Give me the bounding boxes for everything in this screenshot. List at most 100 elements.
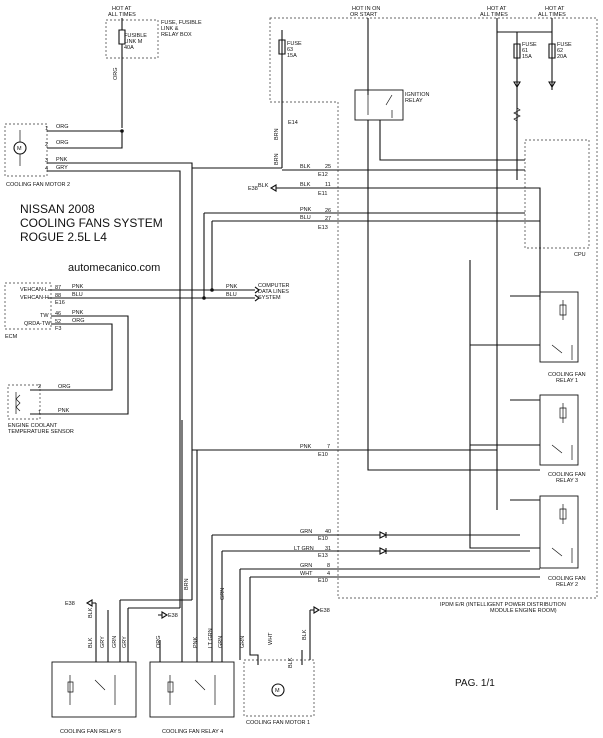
svg-text:IPDM E/R (INTELLIGENT POWER DI: IPDM E/R (INTELLIGENT POWER DISTRIBUTION bbox=[440, 602, 566, 608]
svg-text:52: 52 bbox=[55, 319, 61, 325]
hot-label-left: HOT AT ALL TIMES bbox=[108, 6, 136, 18]
fan-motor-1-outline bbox=[243, 659, 315, 717]
title-line-1: NISSAN 2008 bbox=[20, 202, 95, 216]
svg-text:ORG: ORG bbox=[56, 124, 69, 130]
svg-text:RELAY: RELAY bbox=[405, 98, 423, 104]
ect-sensor-label: ENGINE COOLANT TEMPERATURE SENSOR bbox=[8, 423, 74, 435]
ignition-relay-label: IGNITION RELAY bbox=[405, 92, 429, 104]
fan-motor-1-icon bbox=[271, 683, 285, 697]
fuse-relay-box-outline bbox=[105, 19, 159, 59]
svg-text:FUSE: FUSE bbox=[287, 41, 302, 47]
svg-text:PNK: PNK bbox=[226, 284, 238, 290]
svg-text:FUSE, FUSIBLE: FUSE, FUSIBLE bbox=[161, 20, 202, 26]
svg-text:VEHCAN-L: VEHCAN-L bbox=[20, 287, 48, 293]
svg-text:E13: E13 bbox=[318, 553, 328, 559]
svg-text:WHT: WHT bbox=[268, 632, 274, 645]
svg-text:HOT AT: HOT AT bbox=[487, 6, 507, 12]
fuse-61-symbol bbox=[513, 43, 521, 59]
svg-text:62: 62 bbox=[557, 48, 563, 54]
svg-text:E10: E10 bbox=[318, 578, 328, 584]
svg-text:HOT AT: HOT AT bbox=[112, 6, 132, 12]
svg-text:4: 4 bbox=[327, 571, 330, 577]
fusible-link-symbol bbox=[118, 29, 126, 45]
svg-text:1: 1 bbox=[38, 410, 41, 416]
svg-text:RELAY 3: RELAY 3 bbox=[556, 478, 578, 484]
fuse-relay-box-label: FUSE, FUSIBLE LINK & RELAY BOX bbox=[161, 20, 202, 38]
cooling-fan-relay-5 bbox=[51, 661, 137, 718]
title-line-3: ROGUE 2.5L L4 bbox=[20, 230, 107, 244]
svg-text:40: 40 bbox=[325, 529, 331, 535]
svg-text:FUSIBLE: FUSIBLE bbox=[124, 33, 147, 39]
svg-text:63: 63 bbox=[287, 47, 293, 53]
svg-text:PNK: PNK bbox=[300, 207, 312, 213]
svg-text:PNK: PNK bbox=[56, 157, 68, 163]
svg-text:BLU: BLU bbox=[72, 292, 83, 298]
fuse-61-label: FUSE 61 15A bbox=[522, 42, 537, 60]
svg-text:LINK M: LINK M bbox=[124, 39, 143, 45]
svg-text:BLU: BLU bbox=[300, 215, 311, 221]
svg-text:2: 2 bbox=[38, 384, 41, 390]
svg-text:11: 11 bbox=[325, 182, 331, 188]
ipdm-outline bbox=[269, 17, 598, 599]
svg-text:ORG: ORG bbox=[56, 140, 69, 146]
svg-text:BLK: BLK bbox=[300, 164, 311, 170]
ecm-box bbox=[4, 282, 52, 330]
svg-text:COOLING FAN: COOLING FAN bbox=[548, 472, 586, 478]
wire-org-vertical: ORG bbox=[113, 67, 119, 80]
svg-text:RELAY 2: RELAY 2 bbox=[556, 582, 578, 588]
fuse-62-symbol bbox=[548, 43, 556, 59]
svg-text:20A: 20A bbox=[557, 54, 567, 60]
svg-text:DATA LINES: DATA LINES bbox=[258, 289, 289, 295]
svg-text:E38: E38 bbox=[248, 186, 258, 192]
fusible-link-m-label: FUSIBLE LINK M 40A bbox=[124, 33, 147, 51]
svg-text:GRY: GRY bbox=[122, 636, 128, 648]
cooling-fan-relay-5-label: COOLING FAN RELAY 5 bbox=[60, 729, 121, 735]
svg-text:F3: F3 bbox=[55, 326, 61, 332]
svg-text:HOT IN ON: HOT IN ON bbox=[352, 6, 380, 12]
svg-text:BLK: BLK bbox=[258, 183, 269, 189]
svg-text:E11: E11 bbox=[318, 191, 327, 197]
svg-text:GRN: GRN bbox=[220, 588, 226, 600]
svg-text:ALL TIMES: ALL TIMES bbox=[538, 12, 566, 18]
fan-motor-2-outline bbox=[4, 123, 48, 177]
svg-text:15A: 15A bbox=[522, 54, 532, 60]
svg-text:15A: 15A bbox=[287, 53, 297, 59]
hot-label-ignition: HOT IN ON OR START bbox=[350, 6, 380, 18]
svg-text:4: 4 bbox=[45, 166, 48, 172]
svg-text:GRY: GRY bbox=[56, 165, 68, 171]
svg-text:RELAY 1: RELAY 1 bbox=[556, 378, 578, 384]
site-watermark: automecanico.com bbox=[68, 262, 160, 274]
svg-text:RELAY BOX: RELAY BOX bbox=[161, 32, 192, 38]
fuse-63-label: FUSE 63 15A bbox=[287, 41, 302, 59]
cpu-label: CPU bbox=[574, 252, 586, 258]
svg-text:88: 88 bbox=[55, 293, 61, 299]
fan-motor-1-label: COOLING FAN MOTOR 1 bbox=[246, 720, 310, 726]
svg-text:87: 87 bbox=[55, 285, 61, 291]
wire-fan2-org bbox=[47, 130, 123, 149]
svg-text:E10: E10 bbox=[318, 452, 328, 458]
svg-text:2: 2 bbox=[45, 142, 48, 148]
svg-text:LT GRN: LT GRN bbox=[208, 628, 214, 648]
svg-text:E38: E38 bbox=[320, 608, 330, 614]
svg-text:OR START: OR START bbox=[350, 12, 378, 18]
ipdm-label: IPDM E/R (INTELLIGENT POWER DISTRIBUTION… bbox=[440, 602, 566, 614]
svg-text:61: 61 bbox=[522, 48, 528, 54]
cooling-fan-relay-4-label: COOLING FAN RELAY 4 bbox=[162, 729, 223, 735]
wire-fan2-pnk bbox=[47, 162, 193, 600]
svg-text:1: 1 bbox=[45, 126, 48, 132]
svg-text:HOT AT: HOT AT bbox=[545, 6, 565, 12]
cooling-fan-relay-3-label: COOLING FAN RELAY 3 bbox=[548, 472, 586, 484]
svg-text:E38: E38 bbox=[168, 613, 178, 619]
svg-text:GRN: GRN bbox=[300, 529, 312, 535]
cooling-fan-relay-2 bbox=[539, 495, 579, 569]
svg-text:PNK: PNK bbox=[193, 636, 199, 648]
title-line-2: COOLING FANS SYSTEM bbox=[20, 216, 163, 230]
hot-label-mid: HOT AT ALL TIMES bbox=[480, 6, 508, 18]
svg-text:E38: E38 bbox=[65, 601, 75, 607]
cooling-fan-relay-2-label: COOLING FAN RELAY 2 bbox=[548, 576, 586, 588]
svg-text:BRN: BRN bbox=[274, 128, 280, 140]
svg-text:BLK: BLK bbox=[88, 637, 94, 648]
svg-text:M: M bbox=[275, 688, 280, 694]
svg-text:BLK: BLK bbox=[288, 657, 294, 668]
svg-text:BLK: BLK bbox=[300, 182, 311, 188]
